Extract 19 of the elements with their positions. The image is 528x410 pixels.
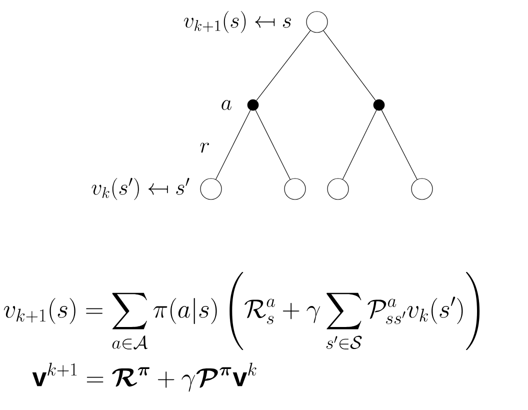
branch-line xyxy=(216,110,251,180)
node-label: $v_k(s') \mapsfrom s'$ xyxy=(92,178,190,200)
action-dot xyxy=(373,99,385,111)
node-label: $a$ xyxy=(222,100,232,110)
state-circle xyxy=(411,178,433,200)
branch-line xyxy=(255,110,290,180)
equation: $v_{k+1}(s) = \sum_{a\in\mathcal{A}} \pi(a|s) \left( \mathcal{R}^a_s + \gamma \sum_{s'\in\mathcal{S}} \mathcal{P}^a_{ss'} v_k(s') \right)$ xyxy=(4,272,480,350)
equation: $\mathbf{v}^{k+1} = \bm{\mathcal{R}}^{\bm{\pi}} + \gamma \bm{\mathcal{P}}^{\bm{\pi}} \mathbf{v}^k$ xyxy=(32,362,256,392)
branch-line xyxy=(323,30,376,101)
state-circle xyxy=(284,178,306,200)
edge-label: $r$ xyxy=(200,142,210,153)
state-circle xyxy=(200,178,222,200)
state-circle xyxy=(306,11,328,33)
state-circle xyxy=(327,178,349,200)
branch-line xyxy=(342,110,377,180)
branch-line xyxy=(256,30,311,101)
action-dot xyxy=(247,99,259,111)
node-label: $v_{k+1}(s) \mapsfrom s$ xyxy=(184,11,291,33)
branch-line xyxy=(381,110,418,180)
